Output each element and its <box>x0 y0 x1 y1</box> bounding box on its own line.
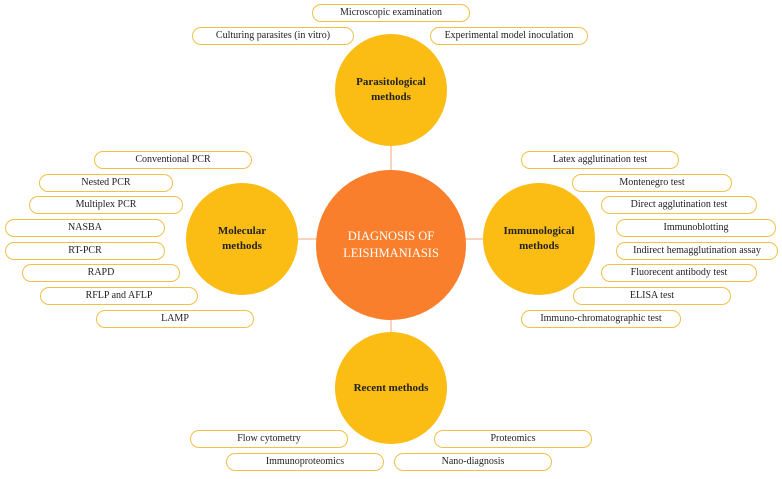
method-pill: Microscopic examination <box>312 4 470 22</box>
method-pill: RT-PCR <box>5 242 165 260</box>
parasitological-node: Parasitological methods <box>335 34 447 146</box>
method-pill: Latex agglutination test <box>521 151 679 169</box>
center-node: DIAGNOSIS OF LEISHMANIASIS <box>316 170 466 320</box>
recent-title: Recent methods <box>353 381 429 394</box>
method-pill: Nested PCR <box>39 174 173 192</box>
method-pill: Experimental model inoculation <box>430 27 588 45</box>
method-pill: Culturing parasites (in vitro) <box>192 27 354 45</box>
method-pill: ELISA test <box>573 287 731 305</box>
method-pill: Immunoblotting <box>616 219 776 237</box>
immunological-node: Immunological methods <box>483 183 595 295</box>
center-title: DIAGNOSIS OF LEISHMANIASIS <box>343 229 439 260</box>
molecular-title: Molecular methods <box>217 225 267 252</box>
immunological-title: Immunological methods <box>503 225 575 252</box>
method-pill: Indirect hemagglutination assay <box>616 242 778 260</box>
molecular-node: Molecular methods <box>186 183 298 295</box>
method-pill: Flow cytometry <box>190 430 348 448</box>
method-pill: Proteomics <box>434 430 592 448</box>
method-pill: Immunoproteomics <box>226 453 384 471</box>
method-pill: RAPD <box>22 264 180 282</box>
method-pill: Fluorecent antibody test <box>601 264 757 282</box>
method-pill: RFLP and AFLP <box>40 287 198 305</box>
method-pill: Multiplex PCR <box>29 196 183 214</box>
method-pill: LAMP <box>96 310 254 328</box>
recent-node: Recent methods <box>335 332 447 444</box>
method-pill: Montenegro test <box>572 174 732 192</box>
parasitological-title: Parasitological methods <box>356 76 426 103</box>
method-pill: Nano-diagnosis <box>394 453 552 471</box>
method-pill: NASBA <box>5 219 165 237</box>
method-pill: Immuno-chromatographic test <box>521 310 681 328</box>
method-pill: Direct agglutination test <box>601 196 757 214</box>
method-pill: Conventional PCR <box>94 151 252 169</box>
